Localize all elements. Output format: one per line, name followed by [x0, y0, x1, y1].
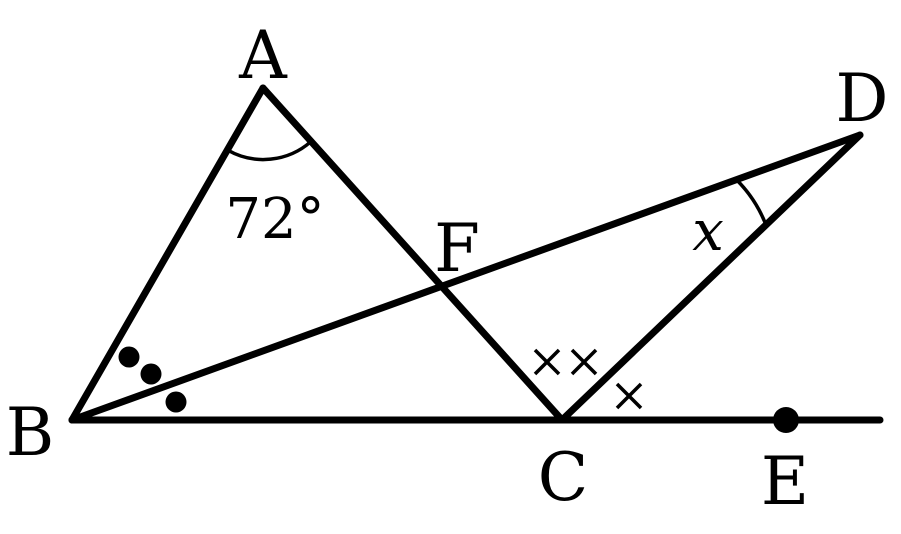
angle-x-label: x [692, 199, 724, 264]
angle-a-label: 72° [225, 187, 324, 252]
segment-ac [259, 84, 566, 424]
angle-mark-b-dots [118, 346, 187, 413]
label-f: F [434, 210, 480, 287]
segment-cd [558, 131, 864, 424]
label-c: C [538, 439, 589, 516]
angle-d-arc [735, 178, 768, 226]
label-e: E [761, 443, 809, 520]
label-a: A [238, 17, 288, 94]
angle-a-arc [226, 140, 313, 162]
angle-mark-dce-cross [615, 382, 643, 410]
label-b: B [6, 394, 55, 471]
label-d: D [836, 60, 889, 137]
segment-ab [68, 84, 267, 424]
point-e-dot [773, 407, 799, 433]
segment-bd [68, 131, 864, 424]
angle-mark-acd-double-cross [533, 348, 598, 376]
